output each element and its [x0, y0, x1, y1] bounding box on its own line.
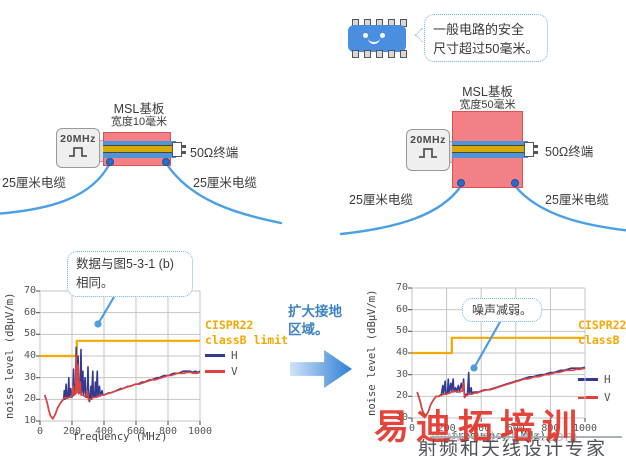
series-V: [416, 367, 586, 417]
microstrip-line: [452, 141, 528, 158]
board-width-right: 宽度50毫米: [459, 99, 516, 111]
h-series-swatch: [578, 378, 598, 381]
cable-attach-dot: [511, 179, 519, 187]
x-tick-label: 800: [541, 423, 560, 434]
cable-attach-dot: [106, 158, 114, 166]
v-series-swatch: [578, 396, 598, 399]
x-tick-label: 200: [62, 426, 82, 437]
x-tick-label: 400: [94, 426, 114, 437]
transition-caption-line1: 扩大接地: [288, 304, 342, 319]
cable-label: 25厘米电缆: [2, 176, 66, 190]
board-title-left: MSL基板: [113, 102, 165, 116]
h-series-swatch: [205, 354, 225, 357]
callout-left-line2: 相同。: [76, 276, 114, 290]
signal-source: 20MHz: [406, 129, 450, 171]
x-tick-label: 0: [36, 426, 44, 437]
pulse-icon: [419, 148, 437, 158]
limit-legend: CISPR22 classB limit: [205, 318, 289, 347]
y-tick-label: 60: [395, 303, 408, 315]
y-tick-label: 60: [23, 306, 36, 318]
x-tick-label: 600: [506, 423, 525, 434]
source-frequency-label: 20MHz: [410, 134, 446, 146]
y-tick-label: 40: [395, 347, 408, 358]
source-frequency-label: 20MHz: [60, 133, 96, 145]
cable-label: 25厘米电缆: [193, 176, 257, 190]
watermark-divider: [430, 436, 622, 438]
terminator-pin: [182, 151, 186, 154]
y-tick-label: 70: [23, 285, 36, 296]
x-tick-label: 1000: [187, 426, 213, 437]
limit-legend: CISPR22 classB: [578, 318, 626, 347]
legend-entry-v: V: [578, 391, 611, 404]
y-tick-label: 10: [23, 415, 36, 426]
plot-area: [408, 287, 586, 422]
series-CISPR22 classB limit: [40, 339, 200, 358]
x-tick-label: 0: [408, 423, 416, 434]
terminator-plug: [524, 142, 534, 157]
chart-before: noise level (dBμV/m) frequency (MHz) CIS…: [0, 252, 310, 456]
chip-legs-bottom: [352, 50, 407, 58]
callout-left: 数据与图5-3-1 (b) 相同。: [67, 251, 193, 297]
y-tick-label: 50: [395, 325, 408, 337]
transition-caption-line2: 区域。: [288, 322, 329, 337]
x-tick-label: 800: [158, 426, 178, 437]
terminator-label-left: 50Ω终端: [190, 146, 239, 160]
terminator-pin: [534, 151, 538, 154]
y-tick-label: 30: [23, 371, 36, 383]
callout-right-line1: 噪声减弱。: [471, 303, 532, 317]
cable-label: 25厘米电缆: [349, 193, 413, 207]
legend-entry-v: V: [205, 365, 238, 378]
x-tick-label: 200: [437, 423, 456, 434]
series-H: [44, 346, 201, 420]
speech-bubble-line2: 尺寸超过50毫米。: [433, 41, 539, 56]
y-tick-label: 50: [23, 328, 36, 340]
series-V: [44, 355, 201, 420]
signal-source: 20MHz: [56, 128, 100, 168]
pulse-icon: [69, 147, 87, 157]
cable-attach-dot: [457, 179, 465, 187]
terminator-pin: [534, 145, 538, 148]
watermark-brand-logo: 易迪拓培训: [374, 408, 585, 447]
terminator-pin: [182, 145, 186, 148]
board-width-left: 宽度10毫米: [110, 116, 168, 128]
y-tick-label: 20: [23, 393, 36, 405]
board-title-right: MSL基板: [462, 85, 513, 99]
y-tick-label: 20: [395, 390, 408, 402]
plot-area: [36, 290, 201, 425]
y-tick-label: 70: [395, 282, 408, 293]
callout-right: 噪声减弱。: [462, 298, 542, 322]
y-tick-label: 40: [23, 350, 36, 361]
terminator-label-right: 50Ω终端: [545, 145, 594, 159]
chart-after: noise level (dBμV/m) frequency (MHz) CIS…: [362, 252, 626, 456]
speech-bubble-line1: 一般电路的安全: [433, 22, 525, 37]
cable-attach-dot: [162, 158, 170, 166]
speech-bubble: 一般电路的安全 尺寸超过50毫米。: [424, 14, 548, 62]
chip-icon: [348, 25, 406, 52]
x-axis-label: frequency (MHz): [72, 431, 168, 443]
callout-left-line1: 数据与图5-3-1 (b): [76, 257, 174, 271]
cable-label: 25厘米电缆: [545, 193, 609, 207]
x-tick-label: 400: [472, 423, 491, 434]
v-series-swatch: [205, 370, 225, 373]
legend-entry-h: H: [205, 349, 238, 362]
y-tick-label: 10: [395, 412, 408, 423]
microstrip-line: [103, 141, 176, 158]
x-tick-label: 600: [126, 426, 146, 437]
transition-caption: 扩大接地 区域。: [288, 303, 342, 339]
legend-entry-h: H: [578, 373, 611, 386]
terminator-plug: [172, 142, 182, 157]
watermark-tagline: 射频和天线设计专家: [418, 439, 608, 456]
x-tick-label: 1000: [572, 423, 598, 434]
y-tick-label: 30: [395, 368, 408, 380]
series-CISPR22 classB limit: [412, 336, 585, 355]
